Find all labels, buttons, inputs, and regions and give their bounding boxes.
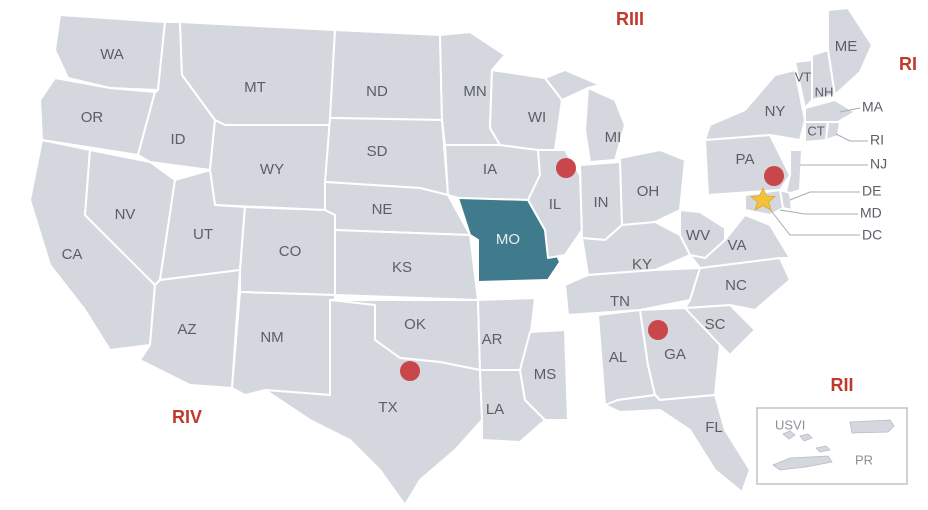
label-mo: MO bbox=[496, 231, 520, 248]
region-label-ri: RI bbox=[899, 54, 917, 74]
region-label-riv: RIV bbox=[172, 407, 202, 427]
state-mi[interactable] bbox=[584, 87, 626, 163]
region-label-rii: RII bbox=[830, 375, 853, 395]
label-fl: FL bbox=[705, 419, 723, 436]
callout-label-ma: MA bbox=[862, 99, 884, 115]
label-la: LA bbox=[486, 401, 504, 418]
label-nc: NC bbox=[725, 277, 747, 294]
label-mi: MI bbox=[605, 129, 622, 146]
callout-line-ma bbox=[839, 107, 861, 113]
label-wv: WV bbox=[686, 227, 710, 244]
label-va: VA bbox=[728, 237, 747, 254]
label-ne: NE bbox=[372, 201, 393, 218]
state-ri[interactable] bbox=[825, 121, 841, 141]
label-ny: NY bbox=[765, 103, 786, 120]
island-st-thomas bbox=[782, 430, 796, 440]
label-sd: SD bbox=[367, 143, 388, 160]
state-va[interactable] bbox=[689, 214, 791, 269]
label-nv: NV bbox=[115, 206, 136, 223]
callout-label-nj: NJ bbox=[870, 156, 887, 172]
label-az: AZ bbox=[177, 321, 196, 338]
label-nm: NM bbox=[260, 329, 283, 346]
label-ms: MS bbox=[534, 366, 557, 383]
callout-line-de bbox=[789, 191, 860, 201]
state-fl[interactable] bbox=[604, 394, 751, 493]
label-ca: CA bbox=[62, 246, 83, 263]
island-small bbox=[815, 445, 831, 453]
label-ky: KY bbox=[632, 256, 652, 273]
office-marker-philadelphia[interactable] bbox=[764, 166, 784, 186]
island-st-john bbox=[799, 433, 813, 442]
label-co: CO bbox=[279, 243, 302, 260]
state-az[interactable] bbox=[139, 269, 241, 389]
label-wi: WI bbox=[528, 109, 546, 126]
label-nh: NH bbox=[815, 84, 834, 99]
inset-label-usvi: USVI bbox=[775, 417, 805, 432]
callout-line-md bbox=[779, 209, 858, 215]
state-ms[interactable] bbox=[519, 329, 569, 421]
island-puerto-rico bbox=[849, 419, 895, 434]
callout-line-ri bbox=[835, 133, 868, 142]
state-nd[interactable] bbox=[329, 29, 443, 121]
inset-usvi-pr: USVI PR bbox=[756, 407, 908, 485]
label-id: ID bbox=[171, 131, 186, 148]
state-nj[interactable] bbox=[784, 149, 803, 196]
label-nd: ND bbox=[366, 83, 388, 100]
label-sc: SC bbox=[705, 316, 726, 333]
label-mn: MN bbox=[463, 83, 486, 100]
label-ct: CT bbox=[807, 123, 824, 138]
label-wa: WA bbox=[100, 46, 124, 63]
label-pa: PA bbox=[736, 151, 755, 168]
label-ok: OK bbox=[404, 316, 426, 333]
state-me[interactable] bbox=[827, 7, 873, 96]
label-in: IN bbox=[594, 194, 609, 211]
region-label-riii: RIII bbox=[616, 9, 644, 29]
label-al: AL bbox=[609, 349, 627, 366]
office-marker-chicago[interactable] bbox=[556, 158, 576, 178]
callout-label-md: MD bbox=[860, 205, 882, 221]
state-mi-upper[interactable] bbox=[544, 69, 601, 101]
label-ia: IA bbox=[483, 161, 497, 178]
callout-label-ri: RI bbox=[870, 132, 884, 148]
state-wv[interactable] bbox=[679, 209, 726, 259]
label-or: OR bbox=[81, 109, 104, 126]
label-vt: VT bbox=[795, 69, 812, 84]
state-tx[interactable] bbox=[264, 299, 483, 506]
label-me: ME bbox=[835, 38, 858, 55]
label-tn: TN bbox=[610, 293, 630, 310]
callout-label-de: DE bbox=[862, 183, 881, 199]
island-st-croix bbox=[772, 455, 833, 471]
office-marker-dallas[interactable] bbox=[400, 361, 420, 381]
label-ks: KS bbox=[392, 259, 412, 276]
callout-line-dc bbox=[764, 202, 860, 236]
inset-label-pr: PR bbox=[855, 452, 873, 467]
label-ar: AR bbox=[482, 331, 503, 348]
label-ga: GA bbox=[664, 346, 686, 363]
callout-label-dc: DC bbox=[862, 227, 882, 243]
label-oh: OH bbox=[637, 183, 660, 200]
label-il: IL bbox=[549, 196, 562, 213]
label-ut: UT bbox=[193, 226, 213, 243]
office-marker-atlanta[interactable] bbox=[648, 320, 668, 340]
state-ny[interactable] bbox=[704, 69, 806, 141]
label-mt: MT bbox=[244, 79, 266, 96]
star-icon[interactable] bbox=[749, 187, 777, 211]
label-tx: TX bbox=[378, 399, 397, 416]
label-wy: WY bbox=[260, 161, 284, 178]
state-ma[interactable] bbox=[804, 99, 856, 123]
